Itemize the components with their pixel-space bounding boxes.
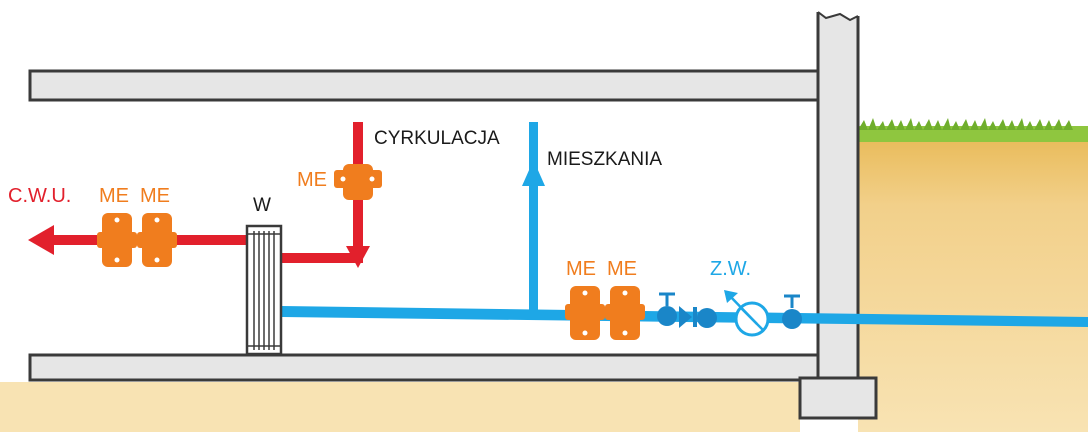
zw-label: Z.W. bbox=[710, 258, 752, 280]
hot-water-pipes bbox=[28, 122, 370, 268]
me-label-left-2: ME bbox=[140, 185, 170, 207]
meter-top bbox=[334, 164, 382, 200]
me-label-mid-2: ME bbox=[607, 258, 637, 280]
ceiling-slab bbox=[28, 69, 822, 102]
me-label-left-1: ME bbox=[99, 185, 129, 207]
me-label-mid-1: ME bbox=[566, 258, 596, 280]
cwu-label: C.W.U. bbox=[8, 185, 72, 207]
floor-slab bbox=[28, 353, 822, 382]
meter-left-2 bbox=[137, 213, 177, 267]
check-valve bbox=[679, 306, 717, 328]
water-meter-zw bbox=[724, 290, 770, 337]
valve-1 bbox=[657, 292, 677, 326]
meter-mid-1 bbox=[565, 286, 605, 340]
ground-soil bbox=[0, 382, 800, 432]
outside-soil bbox=[858, 130, 1088, 432]
cyrkulacja-label: CYRKULACJA bbox=[374, 128, 500, 149]
grass-strip bbox=[858, 118, 1088, 142]
wall-footing bbox=[798, 376, 878, 420]
w-label: W bbox=[253, 195, 271, 216]
valve-2 bbox=[782, 294, 802, 329]
me-label-top: ME bbox=[297, 169, 327, 191]
meter-left-1 bbox=[97, 213, 137, 267]
heat-exchanger bbox=[245, 224, 283, 356]
meter-mid-2 bbox=[605, 286, 645, 340]
mieszkania-label: MIESZKANIA bbox=[547, 149, 663, 170]
